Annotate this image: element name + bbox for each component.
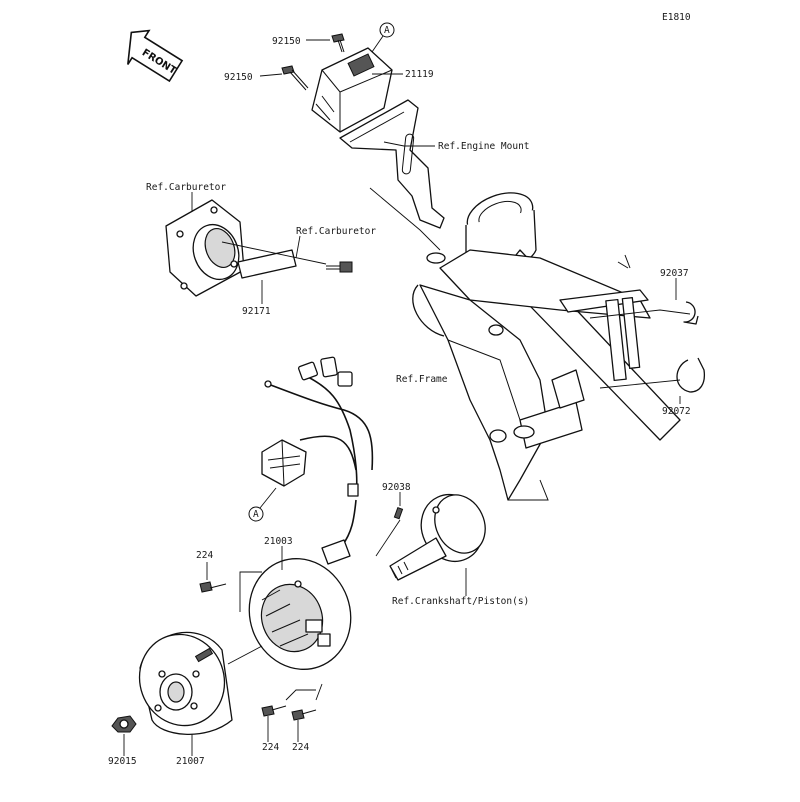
flywheel bbox=[138, 631, 233, 735]
flywheel-nut bbox=[111, 715, 137, 756]
label-nut: 92015 bbox=[108, 756, 137, 767]
label-crankshaft: Ref.Crankshaft/Piston(s) bbox=[392, 596, 529, 607]
label-frame: Ref.Frame bbox=[396, 374, 448, 385]
crankshaft bbox=[389, 494, 486, 581]
engine-mount-bracket bbox=[339, 99, 445, 229]
label-carb-left: Ref.Carburetor bbox=[146, 182, 226, 193]
stator-screw bbox=[199, 562, 227, 593]
label-key: 92038 bbox=[382, 482, 411, 493]
carburetor-holder bbox=[165, 199, 245, 297]
carburetor-bolt bbox=[326, 261, 353, 273]
svg-text:A: A bbox=[253, 509, 259, 520]
label-stator-screw: 224 bbox=[196, 550, 213, 561]
harness-connector bbox=[261, 439, 307, 487]
wiring-harness bbox=[264, 356, 374, 547]
clamp-upper bbox=[589, 278, 699, 325]
woodruff-key bbox=[375, 492, 404, 557]
front-arrow: FRONT bbox=[127, 29, 184, 83]
cdi-unit bbox=[311, 47, 393, 133]
bolt-upper bbox=[331, 33, 345, 53]
label-engine-mount: Ref.Engine Mount bbox=[438, 141, 530, 152]
label-cdi-unit: 21119 bbox=[405, 69, 434, 80]
label-clamp-upper: 92037 bbox=[660, 268, 689, 279]
label-screw-b: 224 bbox=[292, 742, 309, 753]
connector-ref-a-top: A bbox=[371, 22, 395, 53]
clamp-lower bbox=[599, 357, 706, 404]
label-carb-right: Ref.Carburetor bbox=[296, 226, 376, 237]
label-clamp-lower: 92072 bbox=[662, 406, 691, 417]
connector-ref-a-bottom: A bbox=[248, 487, 277, 522]
band bbox=[237, 249, 297, 279]
label-stator: 21003 bbox=[264, 536, 293, 547]
bolt-left bbox=[281, 65, 309, 91]
diagram-code: E1810 bbox=[662, 12, 691, 23]
frame bbox=[412, 192, 681, 501]
label-bolt-upper: 92150 bbox=[272, 36, 301, 47]
screw-b bbox=[291, 683, 323, 742]
label-screw-a: 224 bbox=[262, 742, 279, 753]
label-band: 92171 bbox=[242, 306, 271, 317]
label-bolt-left: 92150 bbox=[224, 72, 253, 83]
screw-a bbox=[261, 689, 316, 742]
svg-text:A: A bbox=[384, 25, 390, 36]
stator bbox=[248, 539, 352, 670]
label-flywheel: 21007 bbox=[176, 756, 205, 767]
